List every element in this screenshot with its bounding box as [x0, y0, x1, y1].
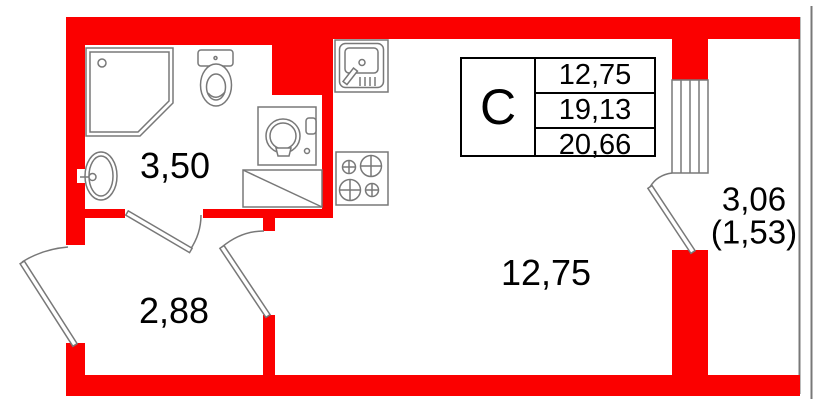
unit-area-rows: 12,75 19,13 20,66: [536, 59, 654, 161]
kitchen-counter: [242, 169, 323, 208]
wall-segment: [203, 209, 333, 218]
hallway-area-label: 2,88: [138, 290, 210, 331]
wall-segment: [263, 315, 275, 376]
bathroom-area-label: 3,50: [139, 145, 211, 186]
unit-total-area: 19,13: [536, 92, 654, 127]
unit-living-area: 12,75: [558, 59, 632, 91]
shower-tray: [85, 47, 174, 137]
bathroom-door: [124, 209, 202, 254]
wall-segment: [66, 375, 800, 396]
balcony-door: [646, 172, 697, 255]
walls: [66, 17, 800, 396]
wall-segment: [66, 39, 333, 45]
kitchen-sink: [334, 39, 389, 93]
entrance-door: [19, 246, 79, 348]
washbasin: [77, 151, 118, 201]
balcony-coefficient-area-label: (1,53): [710, 213, 798, 251]
stove: [335, 151, 389, 206]
balcony-window: [671, 79, 709, 174]
living-room-area-label: 12,75: [500, 252, 592, 293]
toilet: [197, 49, 234, 107]
wall-segment: [322, 39, 333, 218]
unit-type-label: С: [462, 59, 536, 155]
wall-segment: [672, 39, 708, 80]
room-door: [218, 230, 272, 319]
washing-machine: [257, 106, 317, 166]
wall-segment: [66, 17, 800, 39]
wall-segment: [66, 17, 85, 245]
wall-segment: [85, 209, 125, 218]
wall-segment: [263, 218, 275, 231]
balcony-area-label: 3,06: [721, 180, 787, 218]
unit-info-table: С 12,75 19,13 20,66: [460, 57, 656, 161]
unit-total-area-with-balcony: 20,66: [536, 127, 654, 162]
wall-segment: [672, 250, 708, 376]
